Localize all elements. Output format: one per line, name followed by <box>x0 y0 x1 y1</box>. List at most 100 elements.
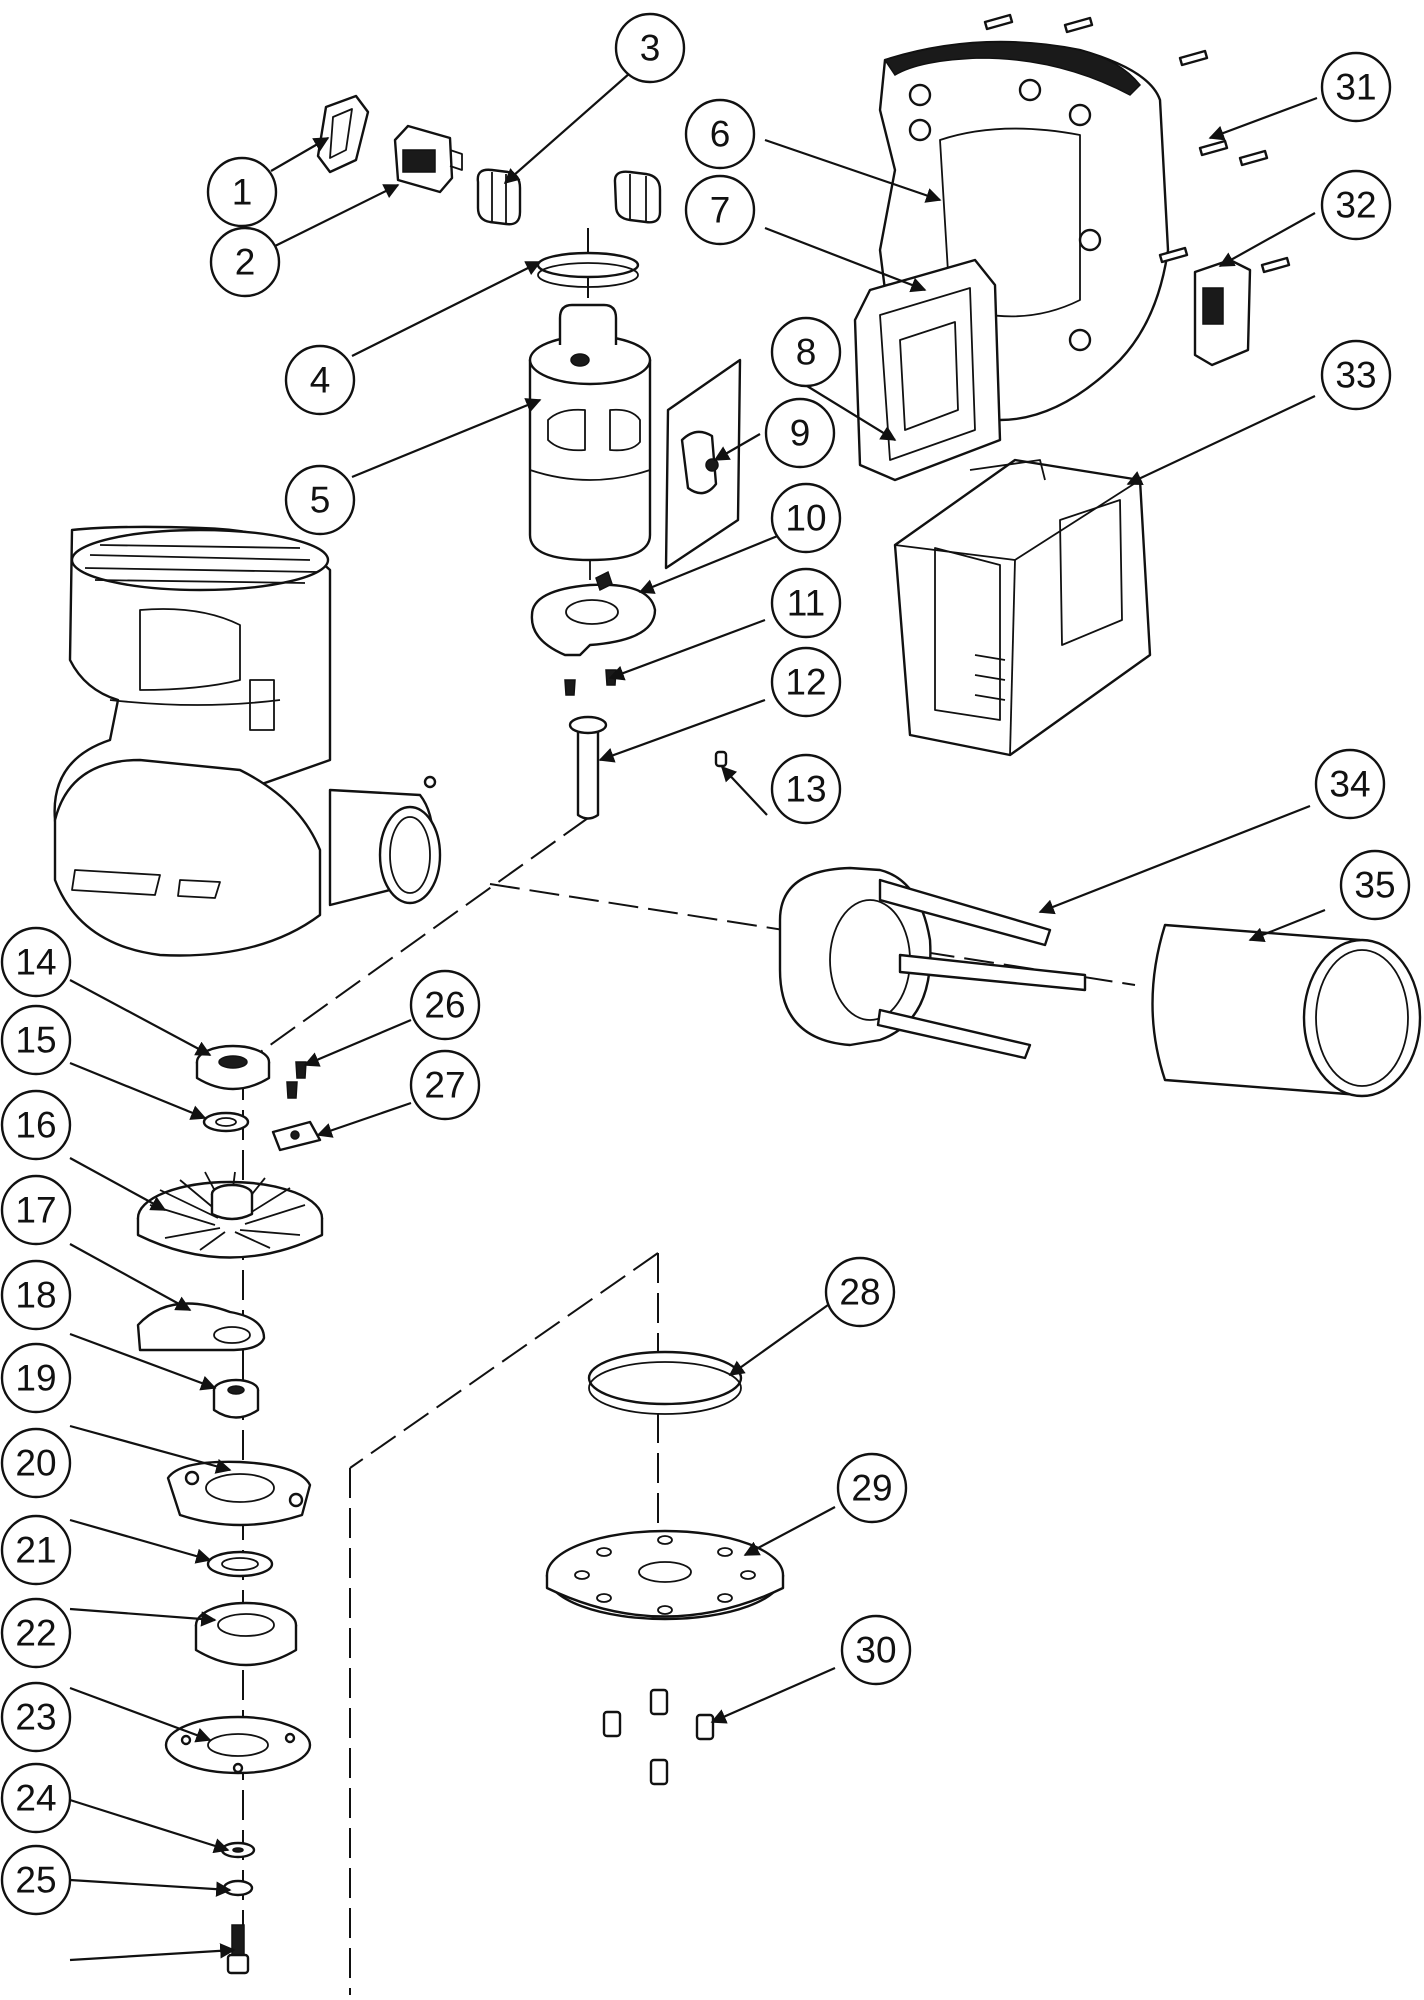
callout-8: 8 <box>770 316 842 388</box>
svg-text:6: 6 <box>710 114 731 155</box>
fan-16-part <box>136 1171 324 1259</box>
callout-7: 7 <box>684 174 756 246</box>
svg-text:9: 9 <box>790 413 811 454</box>
svg-text:11: 11 <box>787 583 825 624</box>
svg-text:35: 35 <box>1354 865 1395 906</box>
plate-17-part <box>136 1302 266 1352</box>
washer-20-part <box>206 1550 274 1578</box>
callout-23: 23 <box>0 1681 72 1753</box>
svg-text:7: 7 <box>710 190 731 231</box>
svg-text:28: 28 <box>839 1272 880 1313</box>
callout-18: 18 <box>0 1259 72 1331</box>
bearing-seat-19-part <box>166 1460 312 1527</box>
ring-28-part <box>587 1350 743 1415</box>
callout-2: 2 <box>209 226 281 298</box>
brush-plate-part <box>530 570 657 657</box>
leader-lines <box>69 72 1326 1962</box>
svg-text:20: 20 <box>15 1443 56 1484</box>
svg-text:23: 23 <box>15 1697 56 1738</box>
callout-33: 33 <box>1320 339 1392 411</box>
callout-21: 21 <box>0 1514 72 1586</box>
callout-28: 28 <box>824 1256 896 1328</box>
svg-text:34: 34 <box>1329 764 1370 805</box>
callout-16: 16 <box>0 1089 72 1161</box>
svg-text:10: 10 <box>785 498 826 539</box>
callout-20: 20 <box>0 1427 72 1499</box>
callout-1: 1 <box>206 156 278 228</box>
callout-9: 9 <box>764 397 836 469</box>
dust-port-part <box>778 866 1087 1060</box>
svg-text:3: 3 <box>640 28 661 69</box>
svg-text:31: 31 <box>1335 67 1376 108</box>
svg-text:2: 2 <box>235 242 256 283</box>
callout-27: 27 <box>409 1049 481 1121</box>
svg-text:14: 14 <box>15 942 56 983</box>
callout-11: 11 <box>770 567 842 639</box>
switch-part <box>393 124 463 194</box>
screw-26-part <box>286 1061 307 1099</box>
svg-text:4: 4 <box>310 360 331 401</box>
svg-text:22: 22 <box>15 1613 56 1654</box>
pad-29-part <box>545 1529 785 1621</box>
callout-10: 10 <box>770 482 842 554</box>
svg-text:15: 15 <box>15 1020 56 1061</box>
callout-32: 32 <box>1320 169 1392 241</box>
callout-31: 31 <box>1320 51 1392 123</box>
motor-part <box>528 303 652 580</box>
callout-4: 4 <box>284 344 356 416</box>
washer-15-part <box>202 1111 250 1133</box>
callout-30: 30 <box>840 1614 912 1686</box>
svg-text:18: 18 <box>15 1275 56 1316</box>
svg-text:21: 21 <box>15 1530 56 1571</box>
pin-part <box>714 750 728 768</box>
svg-text:25: 25 <box>15 1860 56 1901</box>
brush-clip-parts <box>476 168 662 226</box>
svg-text:29: 29 <box>851 1468 892 1509</box>
bearing-14-part <box>195 1044 271 1091</box>
dust-bag-part <box>1151 923 1422 1098</box>
callout-13: 13 <box>770 753 842 825</box>
screw-30-part <box>602 1688 715 1786</box>
bolt-25-part <box>226 1924 250 1975</box>
callout-35: 35 <box>1339 849 1411 921</box>
callout-6: 6 <box>684 98 756 170</box>
callout-15: 15 <box>0 1004 72 1076</box>
svg-text:24: 24 <box>15 1778 56 1819</box>
flange-22-part <box>164 1715 312 1775</box>
svg-text:13: 13 <box>785 769 826 810</box>
terminal-block-part <box>1158 246 1291 367</box>
callout-22: 22 <box>0 1597 72 1669</box>
sander-assembled-icon <box>53 525 442 957</box>
screw-11-part <box>564 669 617 696</box>
callout-17: 17 <box>0 1174 72 1246</box>
switch-cover-part <box>316 94 370 174</box>
screw-31-part <box>983 13 1269 167</box>
callout-34: 34 <box>1314 748 1386 820</box>
svg-text:33: 33 <box>1335 355 1376 396</box>
callout-19: 19 <box>0 1342 72 1414</box>
callout-3: 3 <box>614 12 686 84</box>
counterweight-27-part <box>271 1120 322 1152</box>
svg-text:16: 16 <box>15 1105 56 1146</box>
callouts: 1 2 3 4 5 6 7 8 9 10 11 12 13 14 15 16 1… <box>0 12 1411 1916</box>
battery-holder-part <box>853 258 1002 482</box>
svg-text:30: 30 <box>855 1630 896 1671</box>
svg-text:12: 12 <box>785 662 826 703</box>
bearing-21-part <box>194 1601 298 1667</box>
capacitor-part <box>664 358 742 570</box>
svg-text:1: 1 <box>232 172 253 213</box>
svg-text:32: 32 <box>1335 185 1376 226</box>
svg-text:19: 19 <box>15 1358 56 1399</box>
svg-text:8: 8 <box>796 332 817 373</box>
svg-text:26: 26 <box>424 985 465 1026</box>
callout-14: 14 <box>0 926 72 998</box>
bushing-18-part <box>212 1378 260 1419</box>
lockwasher-24-part <box>222 1879 254 1897</box>
callout-24: 24 <box>0 1762 72 1834</box>
svg-text:27: 27 <box>424 1065 465 1106</box>
shaft-part <box>568 715 608 820</box>
battery-pack-part <box>893 458 1152 757</box>
callout-26: 26 <box>409 969 481 1041</box>
svg-text:17: 17 <box>15 1190 56 1231</box>
